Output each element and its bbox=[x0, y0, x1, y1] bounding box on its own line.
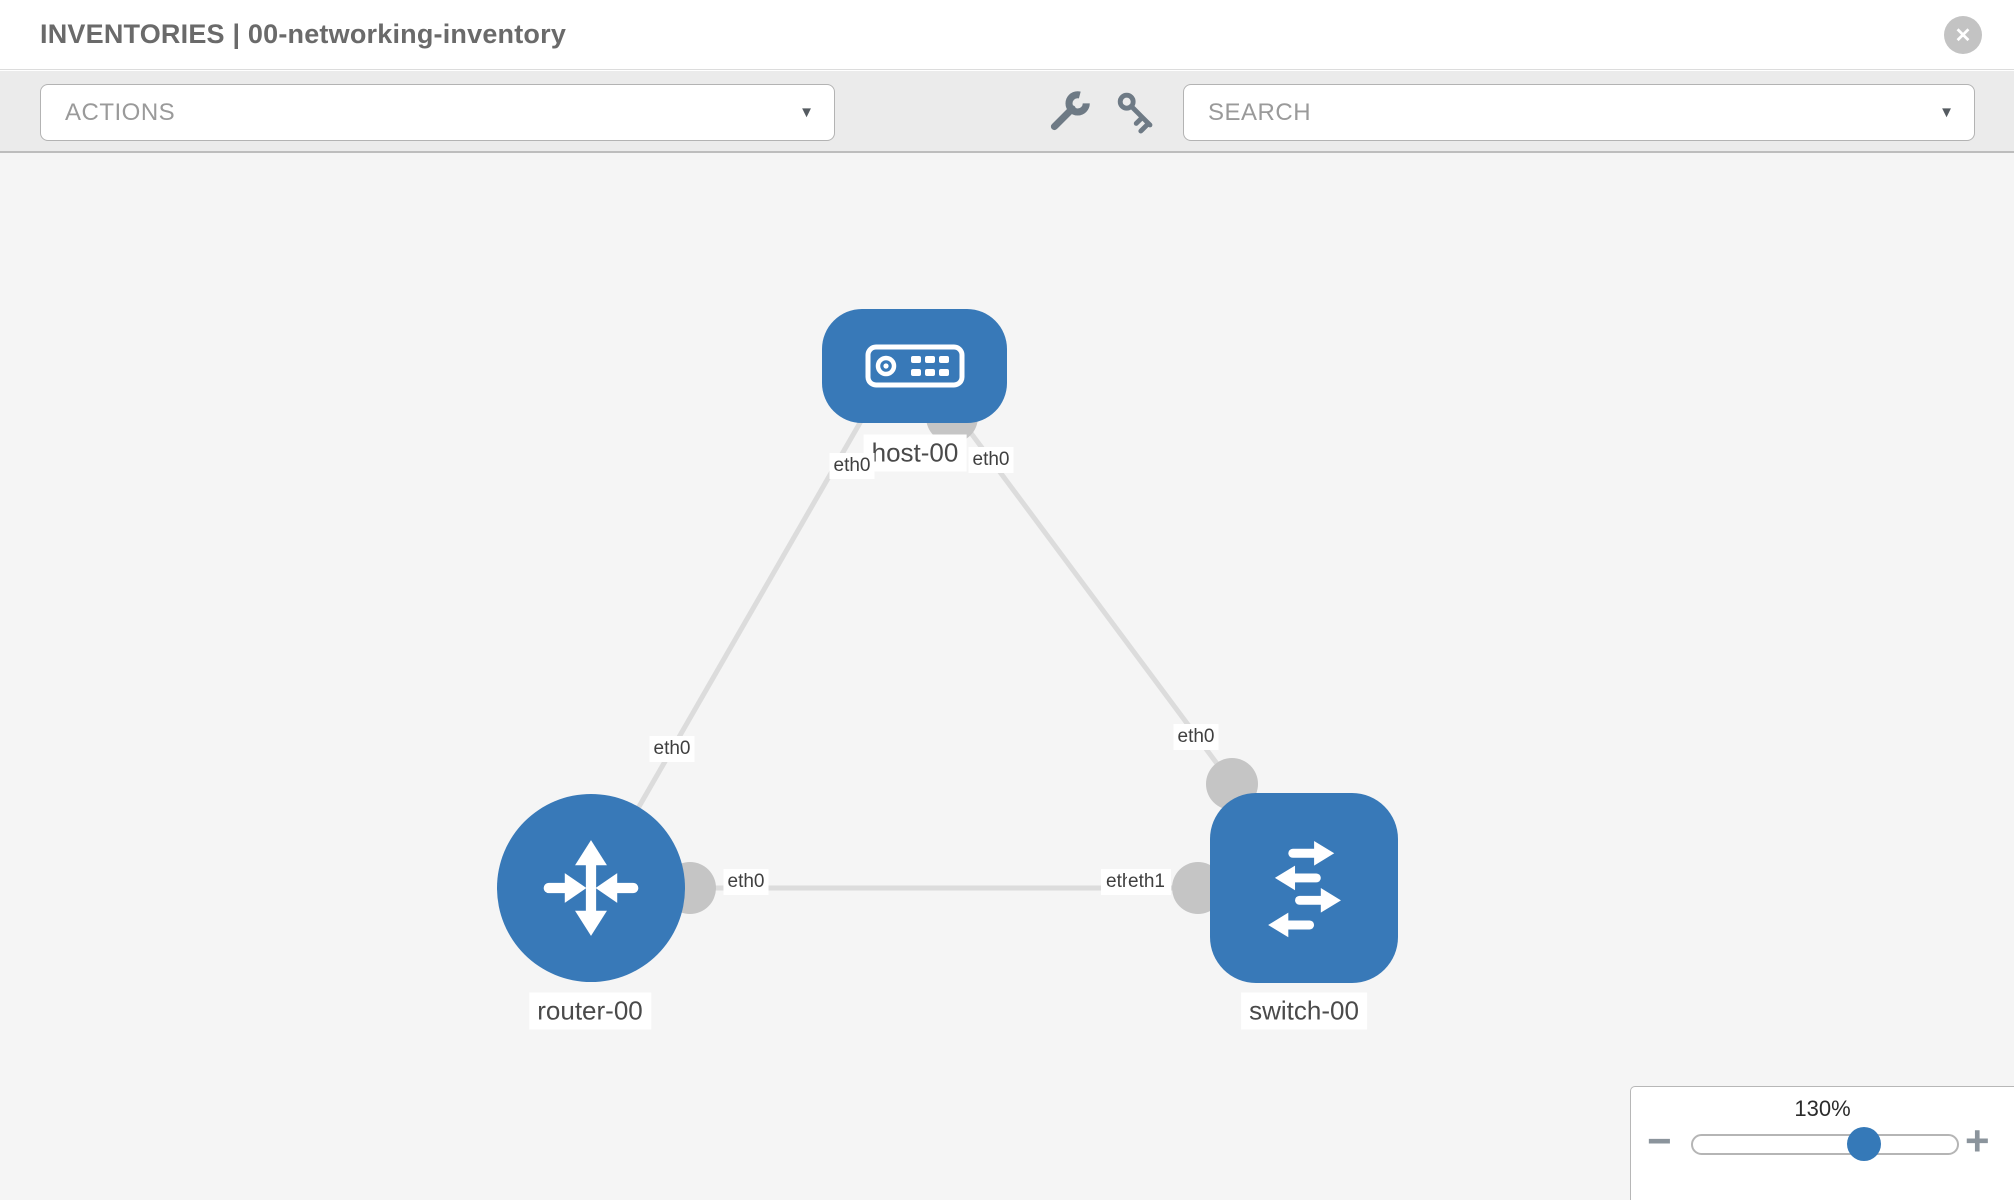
zoom-out-button[interactable]: − bbox=[1647, 1117, 1672, 1164]
zoom-slider-track[interactable] bbox=[1691, 1134, 1959, 1155]
wrench-icon[interactable] bbox=[1042, 85, 1096, 139]
switch-arrows-icon bbox=[1268, 840, 1341, 938]
server-icon bbox=[865, 344, 964, 388]
actions-dropdown-label: ACTIONS bbox=[65, 98, 176, 126]
chevron-down-icon: ▼ bbox=[1939, 104, 1954, 121]
page-title: INVENTORIES | 00-networking-inventory bbox=[40, 19, 567, 49]
search-dropdown[interactable]: SEARCH ▼ bbox=[1183, 84, 1975, 141]
chevron-down-icon: ▼ bbox=[799, 104, 814, 121]
zoom-level-value: 130% bbox=[1794, 1096, 1851, 1121]
node-switch-00[interactable] bbox=[1210, 793, 1398, 983]
node-router-00[interactable] bbox=[497, 794, 685, 982]
zoom-in-button[interactable]: + bbox=[1965, 1117, 1990, 1164]
actions-dropdown[interactable]: ACTIONS ▼ bbox=[40, 84, 835, 141]
interface-label-switch-eth0-top: eth0 bbox=[1173, 724, 1219, 750]
close-button[interactable]: ✕ bbox=[1944, 16, 1982, 54]
node-label-switch: switch-00 bbox=[1241, 992, 1367, 1030]
toolbar: ACTIONS ▼ SEARCH ▼ bbox=[0, 71, 2014, 153]
interface-label-router-eth0-right: eth0 bbox=[723, 869, 769, 895]
interface-label-host-eth0-right: eth0 bbox=[968, 447, 1014, 473]
links-layer bbox=[588, 376, 1304, 892]
node-label-router: router-00 bbox=[529, 992, 651, 1030]
interface-label-switch-left-overlap: eth0eth1 bbox=[1101, 869, 1171, 895]
search-dropdown-label: SEARCH bbox=[1208, 98, 1312, 126]
interface-label-host-eth0-left: eth0 bbox=[829, 453, 875, 479]
key-icon[interactable] bbox=[1110, 85, 1164, 139]
topology-canvas[interactable]: host-00 router-00 switch-00 eth0 eth0 et… bbox=[0, 153, 2014, 1200]
router-arrows-icon bbox=[543, 840, 639, 936]
interface-label-router-eth0-top: eth0 bbox=[649, 736, 695, 762]
interface-label-eth0-clipped: eth0 bbox=[1101, 869, 1128, 895]
zoom-slider-knob[interactable] bbox=[1847, 1127, 1881, 1161]
header-bar: INVENTORIES | 00-networking-inventory ✕ bbox=[0, 0, 2014, 70]
zoom-panel: 130% − + bbox=[1630, 1086, 2014, 1200]
close-icon: ✕ bbox=[1954, 24, 1972, 47]
node-label-host: host-00 bbox=[863, 434, 967, 472]
interface-label-eth1: eth1 bbox=[1127, 869, 1171, 895]
node-host-00[interactable] bbox=[822, 309, 1007, 423]
